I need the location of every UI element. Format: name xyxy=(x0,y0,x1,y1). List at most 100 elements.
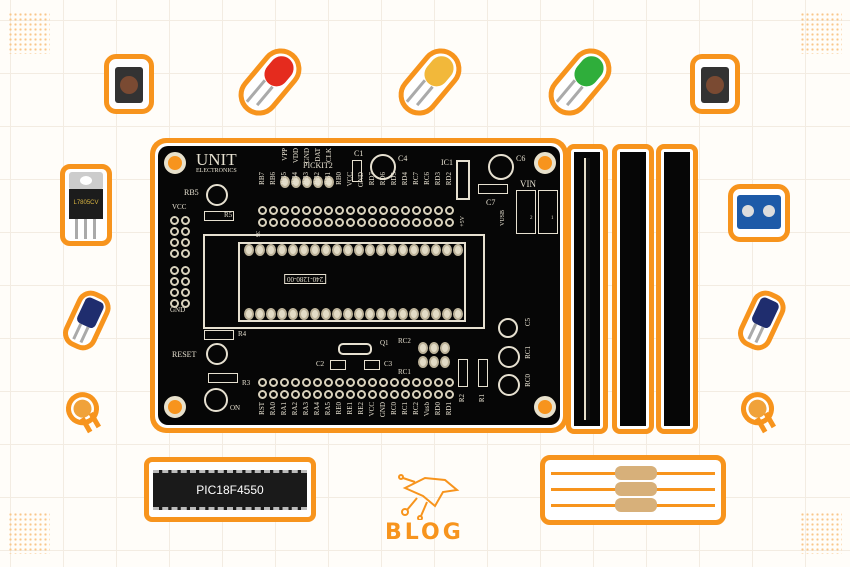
socket-pin xyxy=(299,244,309,256)
label-c5: C5 xyxy=(524,318,532,327)
socket-pin xyxy=(299,308,309,320)
label-q1: Q1 xyxy=(380,339,389,347)
pickit-pin-label: VDD xyxy=(292,148,300,164)
socket-pin xyxy=(354,244,364,256)
top-header-label: RB4 xyxy=(291,172,299,185)
pickit-pin-label: VPP xyxy=(281,148,289,161)
power-header-pin xyxy=(181,216,190,225)
socket-pin xyxy=(244,244,254,256)
header-pin xyxy=(324,390,333,399)
resistor-r3 xyxy=(208,373,238,383)
resistor-r4 xyxy=(204,330,234,340)
label-c3: C3 xyxy=(384,360,393,368)
header-pin xyxy=(302,218,311,227)
top-header-label: RD7 xyxy=(368,172,376,186)
label-r3: R3 xyxy=(242,379,251,387)
bottom-header-label: RE1 xyxy=(346,402,354,415)
header-pin xyxy=(313,378,322,387)
mounting-hole xyxy=(534,396,556,418)
header-pin xyxy=(434,206,443,215)
power-header-pin xyxy=(170,238,179,247)
breadboard-rail xyxy=(566,144,608,434)
socket-pin xyxy=(288,244,298,256)
power-header-pin xyxy=(170,227,179,236)
label-c6: C6 xyxy=(516,154,526,163)
header-pin xyxy=(324,218,333,227)
label-vcc: VCC xyxy=(172,203,187,211)
vin-terminal-1 xyxy=(538,190,558,234)
brand-name: UNIT xyxy=(196,150,237,169)
socket-pin xyxy=(266,244,276,256)
regulator-label: L7805CV xyxy=(69,189,103,219)
label-rc2: RC2 xyxy=(398,337,411,345)
header-pin xyxy=(445,390,454,399)
label-on: ON xyxy=(230,404,241,412)
socket-pin xyxy=(321,308,331,320)
header-pin xyxy=(346,206,355,215)
capacitor-icon xyxy=(738,290,786,351)
header-pin xyxy=(313,390,322,399)
power-header-pin xyxy=(181,299,190,308)
header-pin xyxy=(302,378,311,387)
top-header-label: RB1 xyxy=(324,172,332,185)
socket-pin xyxy=(365,244,375,256)
header-pin xyxy=(280,378,289,387)
header-pin xyxy=(434,218,443,227)
rc-header-pin xyxy=(440,342,450,354)
header-pin xyxy=(258,390,267,399)
capacitor-c5 xyxy=(498,318,518,338)
bottom-header-label: RA4 xyxy=(313,402,321,416)
breadboard-rail xyxy=(656,144,698,434)
bottom-header-label: RA2 xyxy=(291,402,299,416)
socket-pin xyxy=(343,308,353,320)
pickit-pin xyxy=(302,176,312,188)
red-led-icon xyxy=(238,48,302,116)
power-header-pin xyxy=(170,249,179,258)
socket-pin xyxy=(453,308,463,320)
resistor-r1 xyxy=(478,359,488,387)
dot-pattern xyxy=(8,12,50,54)
socket-pin xyxy=(288,308,298,320)
bottom-header-label: RA0 xyxy=(269,402,277,416)
mounting-hole xyxy=(164,396,186,418)
top-header-label: GND xyxy=(357,172,365,188)
bottom-header-label: RA5 xyxy=(324,402,332,416)
push-button-icon xyxy=(104,54,154,114)
socket-pin xyxy=(387,244,397,256)
microcontroller-chip: PIC18F4550 xyxy=(144,457,316,522)
header-pin xyxy=(291,206,300,215)
capacitor-c1 xyxy=(352,160,362,182)
top-header-label: RB0 xyxy=(335,172,343,185)
socket-label: 240-1280-00 xyxy=(284,274,327,284)
header-pin xyxy=(335,390,344,399)
socket-pin xyxy=(420,244,430,256)
label-vusb: VUSB xyxy=(500,210,506,227)
bottom-header-label: RA1 xyxy=(280,402,288,416)
led-rc1 xyxy=(498,346,520,368)
top-header-label: RC7 xyxy=(412,172,420,185)
power-header-pin xyxy=(170,266,179,275)
power-header-pin xyxy=(170,288,179,297)
label-c1: C1 xyxy=(354,149,364,158)
label-c4: C4 xyxy=(398,154,408,163)
dot-pattern xyxy=(800,512,842,554)
pickit-pin-label: GND xyxy=(303,148,311,164)
push-button-icon xyxy=(690,54,740,114)
capacitor-icon xyxy=(63,290,111,351)
capacitor-c3 xyxy=(364,360,380,370)
blog-logo-icon xyxy=(398,474,460,520)
bottom-header-label: VCC xyxy=(368,402,376,417)
ic-socket-outline xyxy=(203,234,485,329)
socket-pin xyxy=(332,244,342,256)
power-header-pin xyxy=(170,299,179,308)
header-pin xyxy=(445,218,454,227)
socket-pin xyxy=(409,308,419,320)
header-pin xyxy=(357,390,366,399)
pcb-board: UNIT ELECTRONICS PICKIT2 36 240-1280-00 … xyxy=(150,138,568,433)
bottom-header-label: RC2 xyxy=(412,402,420,415)
mounting-hole xyxy=(534,152,556,174)
power-header-pin xyxy=(181,238,190,247)
header-pin xyxy=(335,218,344,227)
resistor-r2 xyxy=(458,359,468,387)
header-pin xyxy=(423,206,432,215)
